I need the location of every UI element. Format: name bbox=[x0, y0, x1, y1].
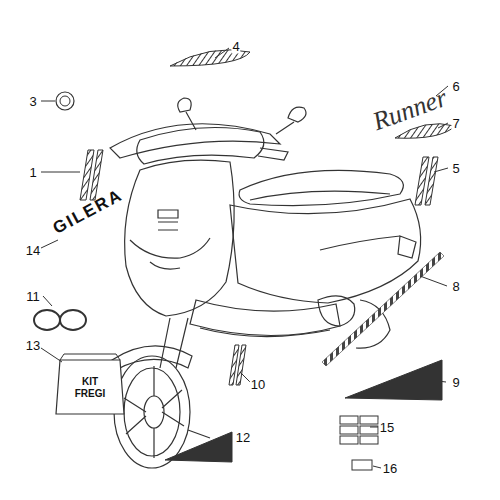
callout-number: 7 bbox=[451, 116, 460, 131]
callout-number: 1 bbox=[28, 165, 37, 180]
callout-number: 4 bbox=[231, 39, 240, 54]
callout-number: 16 bbox=[382, 461, 398, 476]
brand-decal-text: GILERA bbox=[50, 185, 127, 238]
callout-number: 10 bbox=[250, 377, 266, 392]
callout-number: 9 bbox=[451, 375, 460, 390]
decals bbox=[34, 50, 455, 470]
kit-bag-text: KIT FREGI bbox=[72, 376, 108, 400]
callout-number: 13 bbox=[25, 338, 41, 353]
callout-number: 6 bbox=[451, 79, 460, 94]
callout-number: 14 bbox=[25, 243, 41, 258]
callout-number: 8 bbox=[451, 279, 460, 294]
callout-number: 12 bbox=[235, 430, 251, 445]
callout-number: 5 bbox=[451, 161, 460, 176]
callout-number: 11 bbox=[25, 289, 41, 304]
callout-number: 15 bbox=[379, 420, 395, 435]
callout-number: 3 bbox=[28, 94, 37, 109]
scooter-body bbox=[110, 98, 421, 468]
